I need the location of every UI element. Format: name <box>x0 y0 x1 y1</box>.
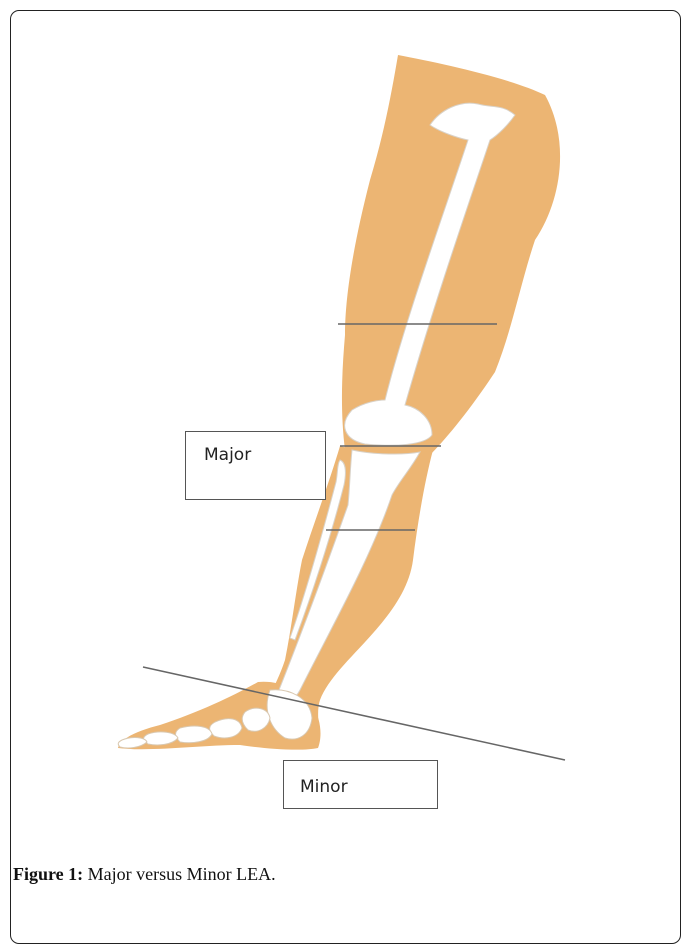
caption-text: Major versus Minor LEA. <box>88 864 276 884</box>
major-label: Major <box>204 445 251 465</box>
figure-caption: Figure 1: Major versus Minor LEA. <box>13 864 276 885</box>
major-label-box: Major <box>185 431 326 500</box>
minor-label-box: Minor <box>283 760 438 809</box>
caption-prefix: Figure 1: <box>13 864 83 884</box>
minor-label: Minor <box>300 777 348 797</box>
